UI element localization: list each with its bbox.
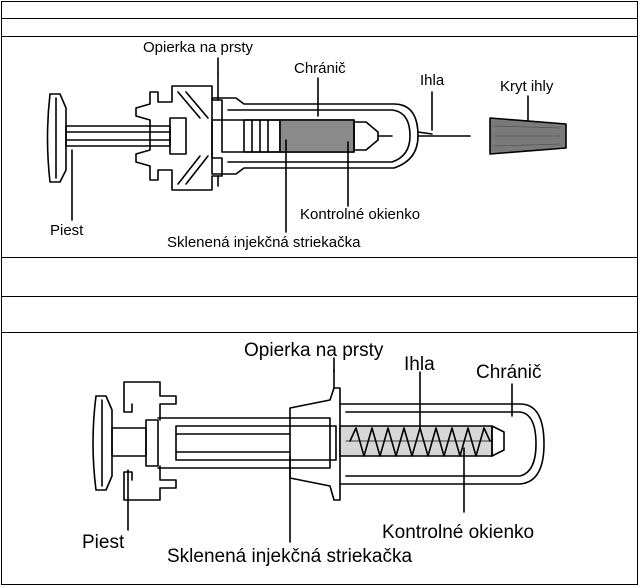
finger-grip-back (123, 381, 177, 501)
row-divider (1, 18, 638, 19)
label-guard: Chránič (294, 60, 346, 77)
plunger-head (145, 419, 159, 467)
label-glass-syringe: Sklenená injekčná striekačka (167, 546, 413, 567)
grip-rib (185, 91, 209, 119)
glass-barrel (157, 417, 331, 469)
needle-tip (491, 425, 505, 457)
label-glass-syringe: Sklenená injekčná striekačka (167, 234, 361, 251)
finger-grip (135, 85, 223, 191)
row-divider (1, 36, 638, 37)
label-guard: Chránič (476, 362, 542, 383)
label-needle: Ihla (420, 72, 445, 89)
label-viewing-window: Kontrolné okienko (300, 206, 421, 223)
syringe-tip (353, 121, 379, 151)
label-needle: Ihla (404, 354, 435, 375)
label-needle-cover: Kryt ihly (500, 78, 554, 95)
row-divider (1, 257, 638, 258)
needle-hub (417, 131, 433, 135)
label-viewing-window: Kontrolné okienko (382, 522, 535, 543)
label-plunger: Piest (50, 222, 84, 239)
drug-fill (279, 119, 355, 153)
label-finger-grip: Opierka na prsty (143, 39, 254, 56)
plunger-head (169, 117, 187, 155)
plunger-thumb-pad (46, 93, 67, 183)
inner-barrel (175, 425, 337, 461)
grip-rib (185, 155, 209, 185)
row-divider (1, 296, 638, 297)
guard-inner (227, 109, 411, 163)
guard-inner (345, 411, 537, 477)
plunger-rod (111, 427, 147, 457)
label-plunger: Piest (82, 532, 125, 553)
plunger-thumb-pad (92, 395, 113, 491)
guard-body (339, 403, 545, 485)
finger-grip (289, 387, 341, 501)
label-finger-grip: Opierka na prsty (244, 340, 384, 361)
row-divider (1, 332, 638, 333)
grip-rib (177, 155, 201, 185)
grip-rib (177, 91, 201, 119)
